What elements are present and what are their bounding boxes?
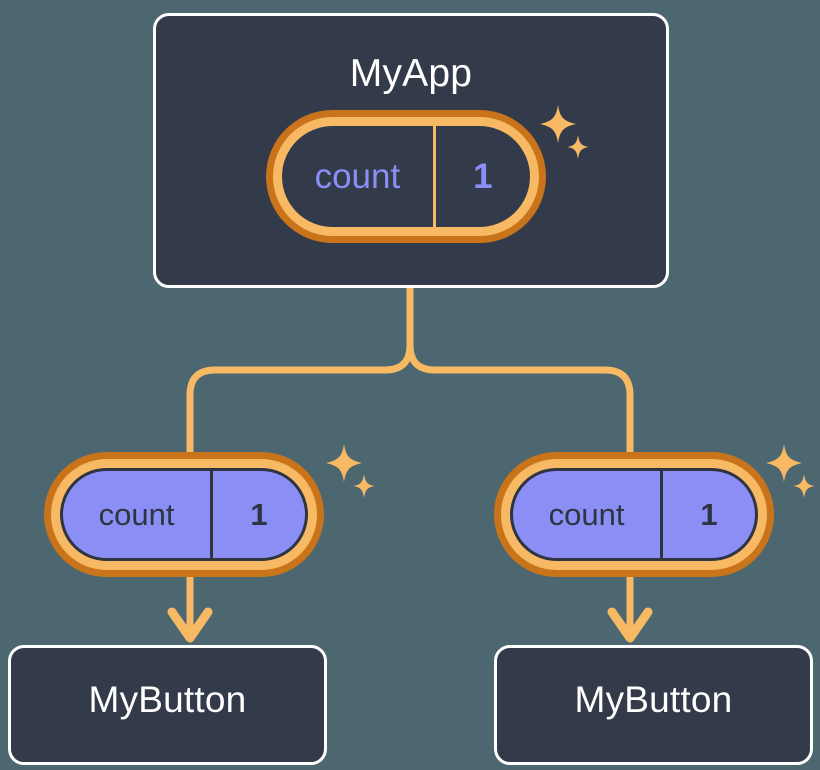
component-card-button-right[interactable]: MyButton bbox=[494, 645, 813, 765]
state-pill-core: count 1 bbox=[60, 468, 308, 561]
state-pill-core: count 1 bbox=[510, 468, 758, 561]
sparkle-four-point-large-icon bbox=[766, 444, 802, 482]
state-pill-myapp[interactable]: count 1 bbox=[266, 110, 546, 243]
connector-root-to-child-right bbox=[406, 341, 634, 456]
sparkle-cluster-button-left bbox=[326, 444, 375, 498]
card-title-myapp: MyApp bbox=[349, 52, 473, 95]
state-pill-value: 1 bbox=[700, 496, 718, 532]
state-pill-button-right[interactable]: count 1 bbox=[494, 452, 774, 577]
state-pill-key: count bbox=[282, 126, 436, 227]
state-pill-core: count 1 bbox=[282, 126, 530, 227]
arrow-down-icon-left bbox=[167, 607, 213, 643]
state-pill-button-left[interactable]: count 1 bbox=[44, 452, 324, 577]
state-pill-value: 1 bbox=[473, 156, 493, 196]
arrow-down-icon-right bbox=[607, 607, 653, 643]
component-card-button-left[interactable]: MyButton bbox=[8, 645, 327, 765]
sparkle-four-point-large-icon bbox=[326, 444, 362, 482]
sparkle-four-point-small-icon bbox=[353, 474, 375, 498]
state-pill-ring-inner: count 1 bbox=[51, 459, 317, 570]
state-pill-key: count bbox=[63, 471, 214, 558]
state-pill-ring-inner: count 1 bbox=[501, 459, 767, 570]
state-pill-ring-inner: count 1 bbox=[273, 117, 539, 236]
card-title-button-right: MyButton bbox=[574, 679, 733, 720]
state-pill-value: 1 bbox=[250, 496, 268, 532]
connector-root-to-children bbox=[186, 284, 414, 456]
state-pill-key: count bbox=[513, 471, 664, 558]
card-title-button-left: MyButton bbox=[88, 679, 247, 720]
sparkle-four-point-small-icon bbox=[793, 474, 815, 498]
